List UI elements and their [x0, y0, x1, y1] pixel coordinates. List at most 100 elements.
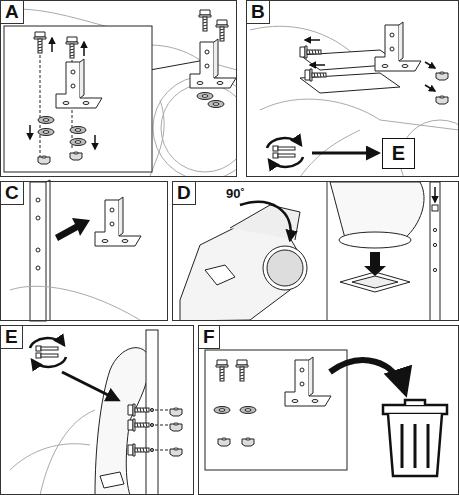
panel-letter: B — [247, 1, 270, 24]
panel-letter: D — [173, 182, 196, 205]
block-arrow — [55, 218, 90, 241]
panel-letter: F — [199, 326, 220, 349]
washer — [197, 93, 213, 100]
dashed-guides — [40, 50, 41, 160]
machine-outline — [10, 286, 140, 320]
discharge-chute — [10, 444, 90, 470]
panel-letter: A — [1, 1, 24, 24]
post-hole — [433, 228, 436, 231]
panel-frame: E — [0, 325, 194, 495]
panel-frame: F — [198, 325, 459, 495]
discharge-chute — [263, 246, 307, 290]
direction-arrow — [434, 187, 436, 202]
reference-letter: E — [392, 142, 405, 165]
machine-outline — [260, 99, 459, 130]
washer — [214, 407, 230, 414]
nut — [436, 72, 448, 80]
discharge-chute — [10, 348, 150, 495]
leader-line — [150, 60, 205, 70]
bolt — [199, 10, 211, 31]
trash-can — [402, 424, 428, 468]
washer — [240, 407, 256, 414]
panel-f-art — [205, 350, 447, 476]
rotation-symbol — [30, 338, 66, 367]
post-hole — [433, 268, 436, 271]
discharge-chute — [205, 265, 235, 285]
chute-piece — [339, 232, 411, 248]
discharge-chute — [95, 348, 150, 495]
discard-arrow — [330, 360, 405, 392]
machine-outline — [250, 26, 459, 177]
chute-piece — [352, 276, 398, 288]
nut — [38, 156, 50, 164]
trash-can — [405, 400, 425, 405]
discharge-chute — [40, 410, 95, 495]
rotation-symbol — [267, 138, 303, 167]
bolt — [216, 20, 228, 41]
post — [30, 182, 46, 321]
bolt — [66, 37, 78, 58]
panel-d-art — [180, 182, 440, 321]
washer — [38, 129, 54, 136]
direction-arrow — [425, 62, 435, 68]
bolt — [305, 69, 326, 81]
direction-arrow — [83, 42, 85, 56]
divider — [327, 182, 328, 321]
post-hole — [36, 198, 40, 202]
reference-box: E — [382, 138, 415, 169]
post-hole — [36, 198, 40, 270]
nut — [436, 96, 448, 104]
direction-arrow — [94, 135, 96, 149]
panel-frame: A — [0, 0, 237, 177]
post-hole — [36, 216, 40, 220]
washer — [70, 127, 86, 134]
parts-inset — [205, 350, 347, 470]
panel-frame: D — [172, 181, 459, 321]
direction-arrow — [305, 40, 435, 91]
direction-arrow — [62, 372, 118, 400]
machine-outline — [153, 76, 237, 177]
bolt — [300, 46, 321, 58]
washer — [38, 117, 54, 124]
direction-arrow — [29, 125, 31, 139]
machine-outline — [161, 84, 237, 172]
panel-c-art — [10, 180, 141, 321]
bracket — [190, 39, 236, 88]
chute-piece — [330, 182, 424, 238]
nut — [170, 408, 182, 416]
rotation-arrow — [240, 202, 291, 240]
bracket — [100, 472, 124, 488]
direction-arrow — [51, 38, 53, 52]
post-hole — [150, 408, 153, 451]
panel-a-art — [0, 9, 237, 177]
detail-inset — [4, 26, 152, 172]
washer — [208, 101, 224, 108]
nut — [242, 438, 254, 446]
nut — [170, 423, 182, 431]
direction-arrow — [425, 85, 435, 91]
bracket — [375, 22, 421, 71]
bolt — [34, 32, 46, 53]
discharge-chute — [180, 205, 307, 321]
angle-label: 90˚ — [226, 186, 245, 201]
nut — [218, 438, 230, 446]
bracket — [95, 197, 141, 246]
bracket — [285, 357, 331, 406]
bolt — [128, 419, 149, 431]
bolt — [128, 444, 149, 456]
post — [46, 180, 50, 321]
post-hole — [36, 248, 40, 252]
post — [430, 182, 440, 321]
panel-letter: C — [1, 182, 24, 205]
trash-can — [388, 414, 442, 476]
direction-arrow — [310, 64, 325, 66]
refer-arrow — [312, 152, 378, 155]
trash-can — [383, 405, 447, 414]
post-hole — [433, 228, 436, 271]
post-hole — [433, 243, 436, 246]
machine-outline — [0, 9, 237, 177]
trash-can — [383, 400, 447, 476]
